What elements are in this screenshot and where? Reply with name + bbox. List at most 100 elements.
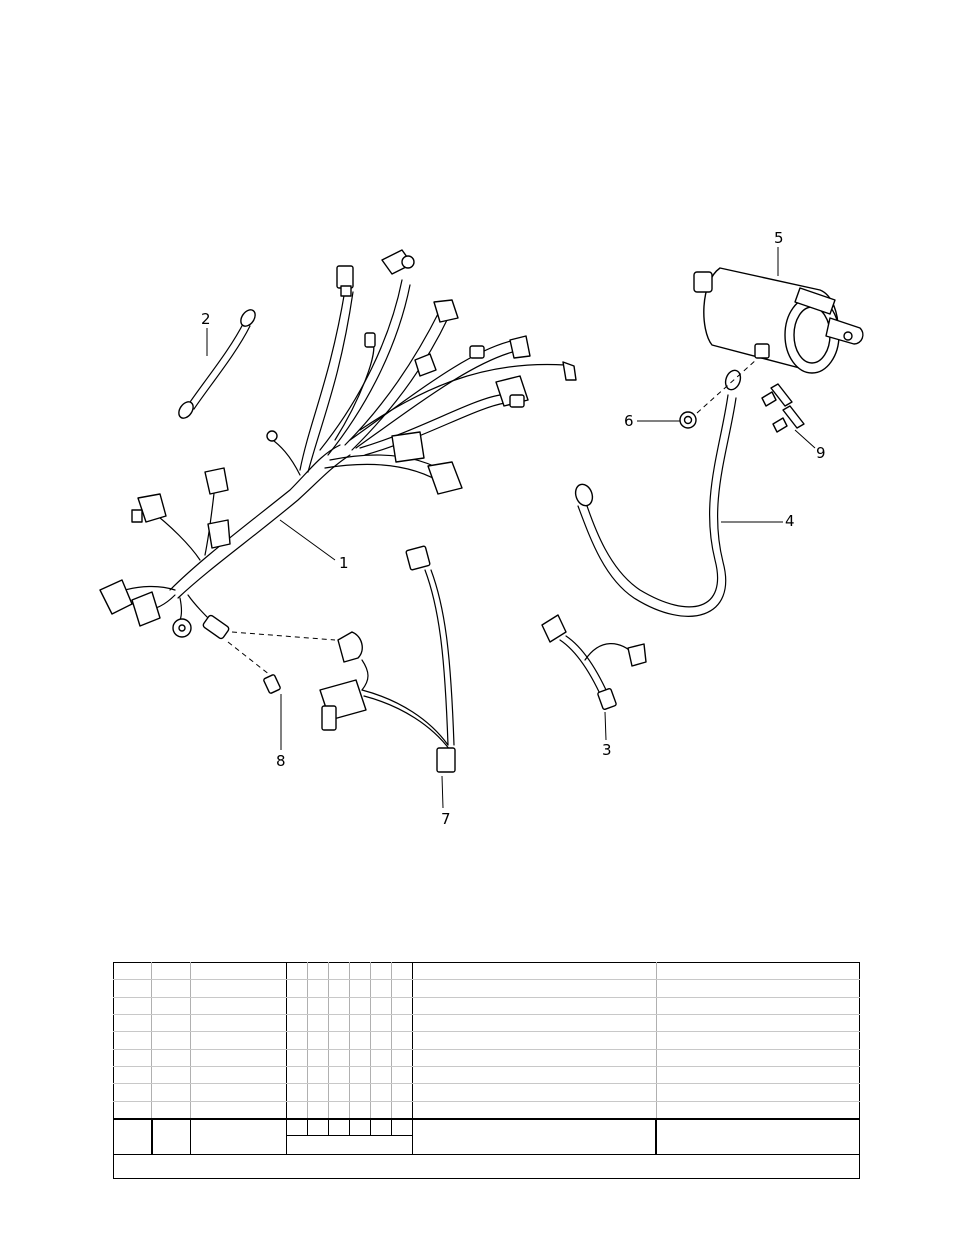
table-cell [370,1014,393,1033]
table-cell [391,979,414,998]
callout-1: 1 [339,554,349,572]
table-cell [656,1031,861,1050]
table-cell [151,961,192,981]
ground-strap-cable [178,309,256,419]
table-cell [328,1031,351,1050]
table-header-row [112,1117,861,1156]
callout-6: 6 [624,412,634,430]
table-cell [412,961,657,981]
table-cell [151,1066,192,1085]
table-cell [412,1101,657,1120]
table-cell [112,1014,153,1033]
table-cell [307,1049,330,1067]
table-cell [656,1014,861,1033]
table-cell [286,979,309,998]
table-cell [112,1066,153,1085]
table-cell [112,1049,153,1067]
table-cell [190,1049,288,1067]
table-row [112,1083,861,1102]
table-cell [307,1014,330,1033]
table-header-row [114,1134,860,1156]
table-cell [328,961,351,981]
table-cell [328,997,351,1015]
table-cell [190,1066,288,1085]
table-cell [190,1014,288,1033]
table-cell [370,961,393,981]
jumper-harness [541,614,647,710]
table-cell [190,1101,288,1120]
table-cell [286,1101,309,1120]
table-cell [307,1101,330,1120]
table-cell [349,1066,372,1085]
header-cell [112,1117,153,1156]
table-cell [328,1066,351,1085]
table-row [112,1014,861,1033]
table-cell [391,1083,414,1102]
header-cell [412,1117,658,1156]
table-cell [286,1014,309,1033]
table-cell [112,979,153,998]
table-cell [151,1014,192,1033]
header-cell [286,1117,309,1136]
table-cell [112,997,153,1015]
header-cell [655,1117,861,1156]
table-cell [286,1066,309,1085]
table-cell [349,961,372,981]
table-cell [286,961,309,981]
sensor-plug [263,674,281,694]
header-cell [151,1117,192,1156]
table-cell [307,961,330,981]
table-row [112,1031,861,1050]
table-cell [656,1049,861,1067]
table-cell [307,997,330,1015]
header-cell [190,1117,288,1156]
callout-9: 9 [816,444,826,462]
table-cell [656,1066,861,1085]
exploded-parts-diagram: 1 2 3 4 5 6 7 8 9 [99,229,864,828]
table-cell [286,1049,309,1067]
header-cell [349,1117,372,1136]
table-cell [349,997,372,1015]
table-cell [412,1049,657,1067]
table-cell [328,1083,351,1102]
table-cell [412,997,657,1015]
header-cell [307,1117,330,1136]
table-cell [412,1014,657,1033]
table-cell [349,1083,372,1102]
table-row [112,979,861,998]
main-wiring-harness [99,249,577,640]
table-cell [286,1031,309,1050]
table-cell [307,1031,330,1050]
table-cell [190,1031,288,1050]
footer-cell [113,1154,860,1179]
hex-nut [679,411,697,429]
header-cell [286,1134,414,1156]
table-cell [656,1101,861,1120]
table-cell [151,1101,192,1120]
table-cell [307,1066,330,1085]
table-cell [190,997,288,1015]
table-cell [656,979,861,998]
table-cell [286,1083,309,1102]
table-cell [151,1083,192,1102]
table-cell [112,1031,153,1050]
table-cell [391,1101,414,1120]
table-cell [349,979,372,998]
table-cell [370,997,393,1015]
header-cell [328,1117,351,1136]
table-cell [349,1014,372,1033]
table-cell [391,1031,414,1050]
table-cell [307,1083,330,1102]
table-cell [328,1101,351,1120]
table-cell [391,997,414,1015]
table-cell [391,1049,414,1067]
table-cell [349,1101,372,1120]
table-cell [370,1101,393,1120]
header-cell [370,1117,393,1136]
table-cell [656,1083,861,1102]
table-cell [656,997,861,1015]
table-cell [370,1066,393,1085]
table-cell [412,1066,657,1085]
table-cell [328,1049,351,1067]
table-cell [349,1031,372,1050]
